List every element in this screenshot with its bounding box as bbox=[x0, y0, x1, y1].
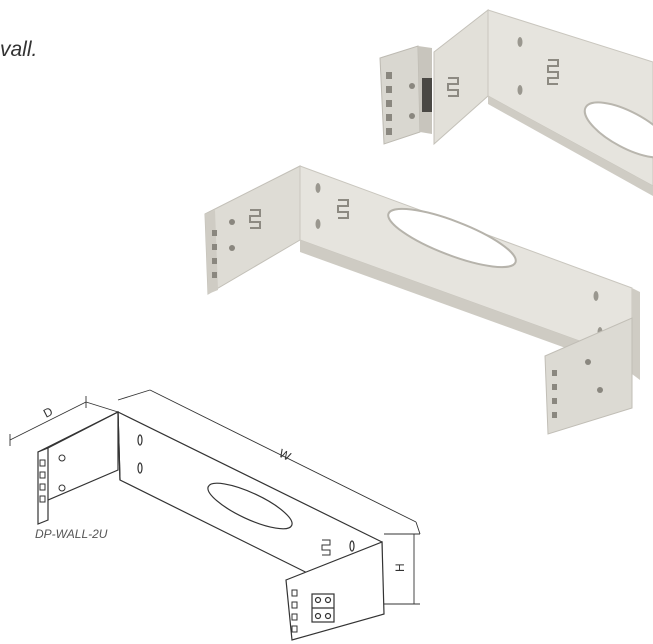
dimension-h-line bbox=[384, 533, 420, 605]
dimension-h-label: H bbox=[393, 563, 407, 572]
caption-top-fragment: vall. bbox=[0, 38, 38, 61]
model-caption: DP-WALL-2U bbox=[35, 527, 108, 541]
dimension-w-line bbox=[117, 389, 421, 535]
dimension-w-label: W bbox=[277, 446, 294, 464]
bracket-photo-top bbox=[379, 8, 653, 196]
bracket-photo-middle bbox=[204, 165, 640, 435]
bracket-technical-drawing bbox=[9, 389, 421, 641]
dimension-d-line bbox=[9, 396, 119, 446]
